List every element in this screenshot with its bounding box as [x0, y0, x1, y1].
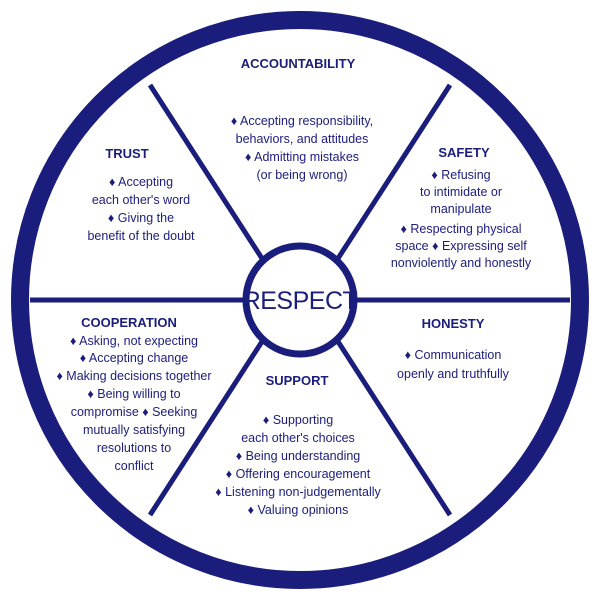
segment-line: behaviors, and attitudes [236, 132, 369, 146]
segment-line: ♦ Accepting change [80, 351, 189, 365]
segment-cooperation: COOPERATION ♦ Asking, not expecting ♦ Ac… [56, 315, 211, 473]
segment-support: SUPPORT ♦ Supporting each other's choice… [215, 373, 381, 517]
segment-line: ♦ Listening non-judgementally [215, 485, 381, 499]
segment-line: ♦ Communication [405, 348, 502, 362]
segment-line: each other's choices [241, 431, 355, 445]
segment-line: ♦ Making decisions together [56, 369, 211, 383]
segment-line: mutually satisfying [83, 423, 185, 437]
segment-line: nonviolently and honestly [391, 256, 532, 270]
segment-line: space ♦ Expressing self [395, 239, 527, 253]
segment-accountability: ACCOUNTABILITY ♦ Accepting responsibilit… [231, 56, 373, 182]
segment-line: ♦ Supporting [263, 413, 333, 427]
segment-title-honesty: HONESTY [422, 316, 485, 331]
segment-line: ♦ Respecting physical [400, 222, 521, 236]
segment-line: benefit of the doubt [87, 229, 195, 243]
segment-line: ♦ Accepting [109, 175, 173, 189]
segment-trust: TRUST ♦ Accepting each other's word ♦ Gi… [87, 146, 195, 243]
segment-line: resolutions to [97, 441, 171, 455]
segment-title-trust: TRUST [105, 146, 148, 161]
segment-line: ♦ Accepting responsibility, [231, 114, 373, 128]
segment-title-safety: SAFETY [438, 145, 490, 160]
segment-honesty: HONESTY ♦ Communication openly and truth… [397, 316, 510, 381]
segment-line: ♦ Refusing [431, 168, 490, 182]
spoke-lower-right [334, 338, 453, 517]
segment-line: (or being wrong) [256, 168, 347, 182]
segment-line: ♦ Being willing to [87, 387, 180, 401]
segment-line: openly and truthfully [397, 367, 510, 381]
segment-title-cooperation: COOPERATION [81, 315, 177, 330]
segment-line: ♦ Offering encouragement [226, 467, 371, 481]
segment-line: compromise ♦ Seeking [71, 405, 198, 419]
center-label: RESPECT [243, 287, 358, 315]
segment-line: ♦ Giving the [108, 211, 174, 225]
segment-line: conflict [115, 459, 154, 473]
segment-title-accountability: ACCOUNTABILITY [241, 56, 356, 71]
segment-line: each other's word [92, 193, 190, 207]
spoke-upper-left [147, 83, 266, 262]
segment-title-support: SUPPORT [266, 373, 329, 388]
segment-line: ♦ Asking, not expecting [70, 334, 198, 348]
spokes [30, 83, 570, 517]
spoke-lower-left [147, 338, 266, 517]
segment-line: ♦ Being understanding [236, 449, 361, 463]
segment-line: manipulate [430, 202, 491, 216]
segment-line: ♦ Admitting mistakes [245, 150, 359, 164]
center-hub [242, 242, 358, 358]
segment-safety: SAFETY ♦ Refusing to intimidate or manip… [391, 145, 532, 270]
spoke-upper-right [334, 83, 453, 262]
segment-line: ♦ Valuing opinions [248, 503, 349, 517]
segment-line: to intimidate or [420, 185, 502, 199]
